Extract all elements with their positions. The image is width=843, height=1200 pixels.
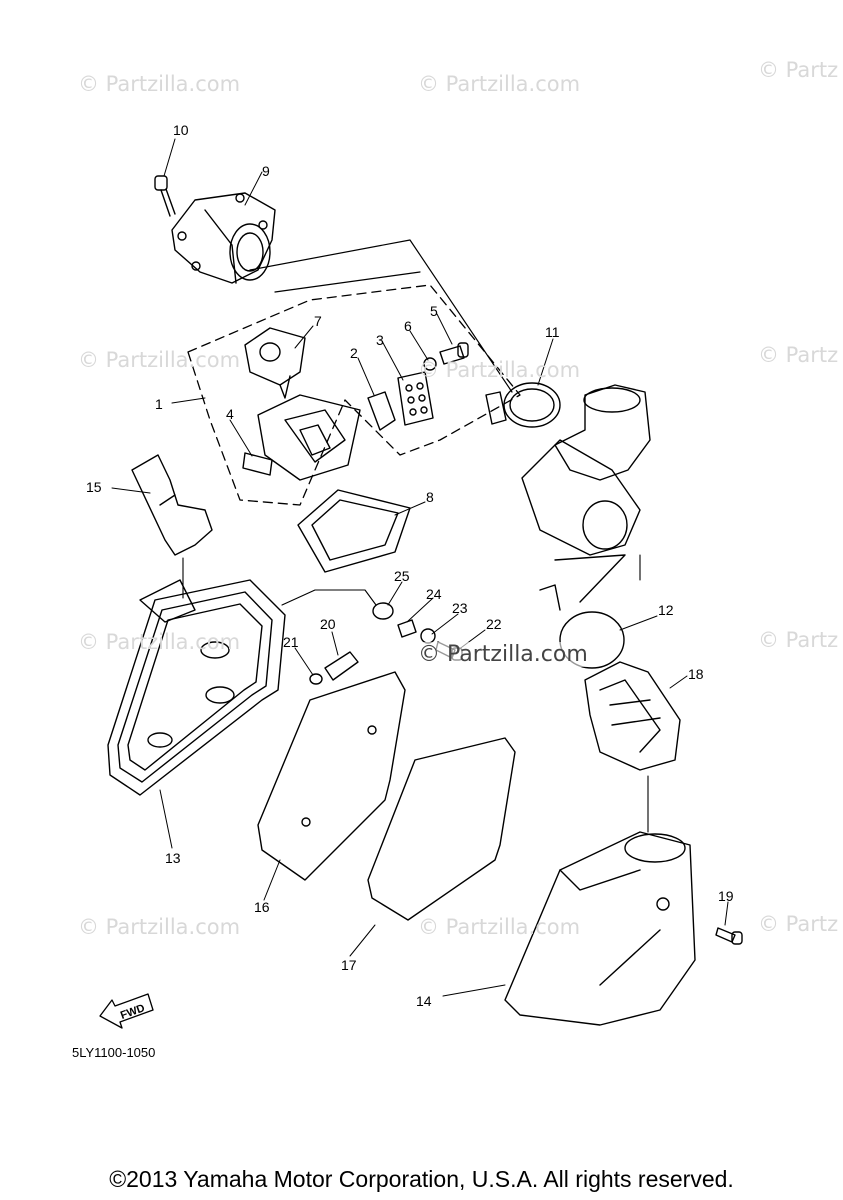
connector-lines	[182, 554, 649, 833]
reed-valve-drawing	[367, 391, 396, 431]
fwd-label: FWD	[119, 1002, 147, 1022]
reed-valve-gasket-drawing	[297, 489, 411, 573]
watermark: © Partzilla.com	[418, 358, 581, 382]
callout-16: 16	[254, 899, 270, 915]
damper-collar-drawing	[397, 619, 417, 638]
callout-5: 5	[430, 303, 438, 319]
spring-clip-drawing	[539, 554, 626, 669]
callout-18: 18	[688, 666, 704, 682]
screw-drawing	[439, 342, 469, 365]
copyright-notice: ©2013 Yamaha Motor Corporation, U.S.A. A…	[109, 1166, 734, 1192]
reed-valve-holder-drawing	[244, 327, 306, 399]
callout-1: 1	[155, 396, 163, 412]
callout-19: 19	[718, 888, 734, 904]
callout-10: 10	[173, 122, 189, 138]
intake-manifold-drawing	[171, 192, 276, 284]
callout-25: 25	[394, 568, 410, 584]
center-watermark: © Partzilla.com	[418, 642, 588, 667]
callout-2: 2	[350, 345, 358, 361]
callout-12: 12	[658, 602, 674, 618]
assembly-link-line	[249, 239, 513, 393]
callout-8: 8	[426, 489, 434, 505]
o-ring-drawing	[420, 628, 436, 644]
pipe-drawing	[324, 651, 359, 681]
callout-24: 24	[426, 586, 442, 602]
intake-duct-drawing	[584, 661, 681, 771]
callout-20: 20	[320, 616, 336, 632]
reed-valve-assembly-outline	[187, 284, 521, 506]
watermark: © Partzilla.com	[78, 630, 241, 654]
watermark: © Partz	[758, 58, 839, 82]
air-filter-element-drawing	[257, 671, 406, 881]
watermark: © Partz	[758, 912, 839, 936]
callout-leaders	[111, 138, 729, 997]
air-filter-case-drawing	[504, 831, 696, 1026]
callout-3: 3	[376, 332, 384, 348]
intake-joint-drawing	[131, 454, 213, 556]
callout-13: 13	[165, 850, 181, 866]
clip-drawing	[309, 673, 323, 685]
watermark: © Partzilla.com	[418, 72, 581, 96]
assembly-link-line-2	[274, 271, 421, 293]
callout-4: 4	[226, 406, 234, 422]
callout-14: 14	[416, 993, 432, 1009]
reed-valve-block-drawing	[257, 394, 361, 481]
callout-21: 21	[283, 634, 299, 650]
callout-11: 11	[545, 324, 560, 340]
callout-17: 17	[341, 957, 357, 973]
air-filter-cover-drawing	[107, 579, 286, 796]
carburetor-drawing	[521, 384, 651, 556]
washer-drawing	[423, 357, 437, 371]
manifold-bolt-drawing	[154, 175, 176, 217]
watermark: © Partzilla.com	[418, 915, 581, 939]
case-seal-drawing	[367, 737, 516, 921]
watermark: © Partzilla.com	[78, 348, 241, 372]
callout-23: 23	[452, 600, 468, 616]
fwd-arrow-icon	[99, 993, 154, 1029]
watermark: © Partz	[758, 343, 839, 367]
callout-9: 9	[262, 163, 270, 179]
hose-clamp-drawing	[485, 382, 561, 428]
watermark: © Partz	[758, 628, 839, 652]
case-screw-drawing	[715, 927, 743, 945]
callout-6: 6	[404, 318, 412, 334]
watermark: © Partzilla.com	[78, 915, 241, 939]
grommet-drawing	[372, 602, 394, 620]
valve-stopper-drawing	[397, 371, 434, 426]
watermark: © Partzilla.com	[78, 72, 241, 96]
callout-15: 15	[86, 479, 102, 495]
callout-22: 22	[486, 616, 502, 632]
small-gasket-drawing	[242, 452, 273, 476]
callout-7: 7	[314, 313, 322, 329]
diagram-code: 5LY1100-1050	[72, 1045, 156, 1060]
